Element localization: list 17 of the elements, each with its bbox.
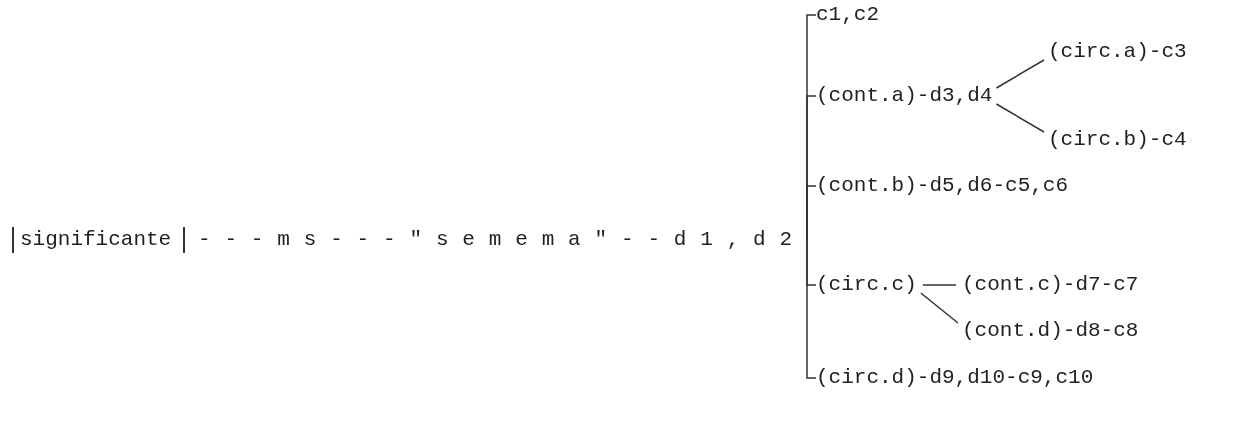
connector-line bbox=[806, 239, 817, 379]
term-text: (circ.a)-c3 bbox=[1048, 39, 1187, 65]
term-text: (circ.b)-c4 bbox=[1048, 127, 1187, 153]
term-text: (circ.d)-d9,d10-c9,c10 bbox=[816, 365, 1094, 391]
connector-line bbox=[922, 284, 957, 286]
connector-line bbox=[995, 59, 1045, 89]
term-text: (cont.c)-d7-c7 bbox=[962, 272, 1139, 298]
connector-line bbox=[806, 185, 817, 241]
term-text: (cont.a)-d3,d4 bbox=[816, 83, 993, 109]
connector-line bbox=[995, 103, 1045, 133]
term-text: (cont.b)-d5,d6-c5,c6 bbox=[816, 173, 1069, 199]
term-text: ---ms---"semema"--d1,d2 bbox=[198, 227, 806, 253]
connector-line bbox=[920, 292, 959, 324]
term-text: (cont.d)-d8-c8 bbox=[962, 318, 1139, 344]
bracketed-term: significante bbox=[12, 227, 186, 253]
term-text: c1,c2 bbox=[816, 2, 879, 28]
term-text: (circ.c) bbox=[816, 272, 917, 298]
